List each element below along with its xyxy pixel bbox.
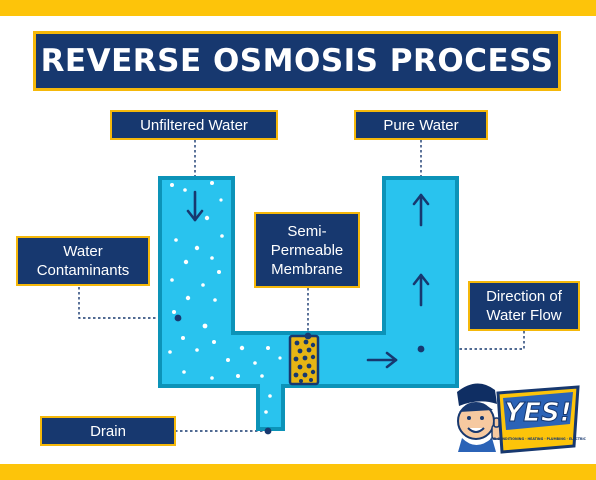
label-semi-permeable-membrane: Semi- Permeable Membrane — [254, 212, 360, 288]
title-banner: REVERSE OSMOSIS PROCESS — [33, 31, 561, 91]
label-direction-of-water-flow: Direction of Water Flow — [468, 281, 580, 331]
page-title: REVERSE OSMOSIS PROCESS — [40, 43, 554, 79]
label-pure-water: Pure Water — [354, 110, 488, 140]
yes-logo: YES! AIR CONDITIONING · HEATING · PLUMBI… — [457, 383, 587, 454]
mascot-icon — [457, 383, 503, 452]
leader-dots — [174, 314, 425, 435]
logo-text: YES! — [504, 398, 571, 428]
label-water-contaminants: Water Contaminants — [16, 236, 150, 286]
label-drain: Drain — [40, 416, 176, 446]
leader-contaminants — [78, 287, 178, 319]
logo-tagline: AIR CONDITIONING · HEATING · PLUMBING · … — [490, 437, 586, 441]
top-accent-bar — [0, 0, 596, 16]
label-unfiltered-water: Unfiltered Water — [110, 110, 278, 140]
bottom-accent-bar — [0, 464, 596, 480]
arrow-up-icon — [412, 193, 430, 227]
contaminant-particles — [168, 181, 282, 414]
water-pipe — [158, 176, 459, 431]
membrane-pores — [293, 339, 316, 383]
arrow-right-icon — [366, 351, 398, 369]
arrow-up-icon — [412, 273, 430, 307]
arrow-down-icon — [186, 190, 204, 222]
